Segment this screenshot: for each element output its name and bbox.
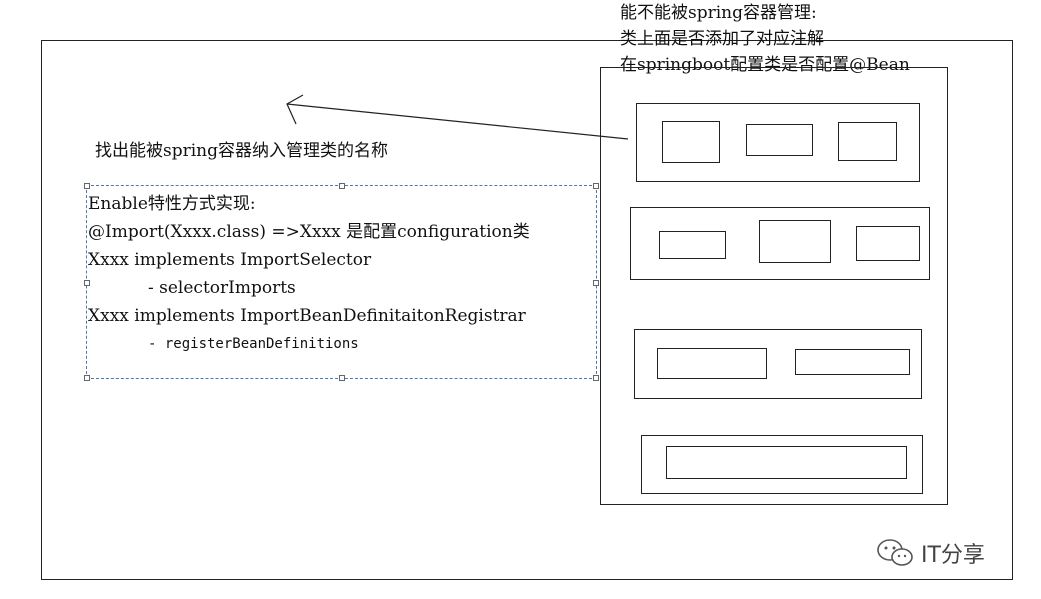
canvas-frame — [41, 40, 1013, 580]
spring-container-box — [600, 67, 948, 505]
bean-row-3 — [634, 329, 922, 399]
code-line-5: Xxxx implements ImportBeanDefinitaitonRe… — [88, 306, 526, 326]
note-line-1: 能不能被spring容器管理: — [620, 3, 817, 23]
bean-row-1 — [636, 103, 920, 182]
wechat-icon — [877, 539, 913, 566]
resize-handle-tr[interactable] — [593, 183, 599, 189]
watermark-logo: IT分享 — [875, 536, 985, 570]
arrow-head — [286, 94, 304, 125]
arrow-line — [286, 103, 629, 140]
resize-handle-bm[interactable] — [339, 375, 345, 381]
bean-cell — [666, 446, 907, 479]
code-line-1: Enable特性方式实现: — [88, 194, 256, 214]
bean-cell — [746, 124, 813, 156]
code-line-2: @Import(Xxxx.class) =>Xxxx 是配置configurat… — [88, 222, 530, 242]
bean-cell — [657, 348, 767, 379]
selected-textbox[interactable] — [84, 183, 599, 381]
code-line-4: - selectorImports — [148, 278, 296, 298]
bean-cell — [759, 220, 831, 263]
resize-handle-bl[interactable] — [84, 375, 90, 381]
note-line-3: 在springboot配置类是否配置@Bean — [620, 55, 910, 75]
bean-cell — [659, 231, 726, 259]
resize-handle-tl[interactable] — [84, 183, 90, 189]
bean-cell — [795, 349, 910, 375]
bean-row-4 — [641, 435, 923, 494]
bean-cell — [856, 226, 920, 261]
resize-handle-ml[interactable] — [84, 280, 90, 286]
bean-cell — [838, 122, 897, 161]
bean-row-2 — [630, 207, 930, 280]
resize-handle-mr[interactable] — [593, 280, 599, 286]
container-note: 能不能被spring容器管理: 类上面是否添加了对应注解 在springboot… — [620, 0, 910, 78]
heading-text: 找出能被spring容器纳入管理类的名称 — [95, 141, 389, 161]
code-line-3: Xxxx implements ImportSelector — [88, 250, 372, 270]
resize-handle-br[interactable] — [593, 375, 599, 381]
bean-cell — [662, 121, 720, 163]
note-line-2: 类上面是否添加了对应注解 — [620, 29, 824, 49]
code-line-6: - registerBeanDefinitions — [148, 336, 359, 352]
watermark-text: IT分享 — [921, 543, 985, 568]
textbox-content: Enable特性方式实现: @Import(Xxxx.class) =>Xxxx… — [88, 190, 530, 358]
resize-handle-tm[interactable] — [339, 183, 345, 189]
